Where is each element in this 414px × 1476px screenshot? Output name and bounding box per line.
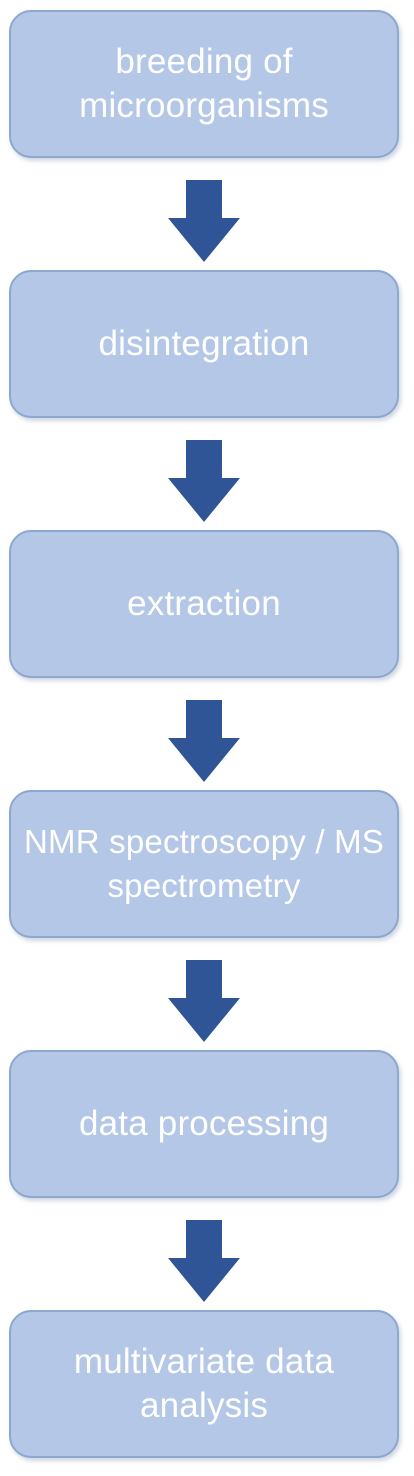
step-label-extraction: extraction (127, 584, 281, 623)
down-arrow-icon (168, 700, 240, 782)
down-arrow-icon (168, 440, 240, 522)
step-breeding: breeding of microorganisms (9, 10, 399, 158)
step-label-disintegration: disintegration (98, 324, 310, 363)
step-label-spectroscopy: NMR spectroscopy / MS spectrometry (24, 823, 384, 904)
down-arrow-icon (168, 1220, 240, 1302)
step-multivariate-analysis: multivariate data analysis (9, 1310, 399, 1458)
down-arrow-icon (168, 960, 240, 1042)
down-arrow-icon (168, 180, 240, 262)
step-disintegration: disintegration (9, 270, 399, 418)
step-label-data-processing: data processing (78, 1104, 330, 1143)
step-data-processing: data processing (9, 1050, 399, 1198)
step-label-multivariate-analysis: multivariate data analysis (73, 1342, 335, 1425)
step-extraction: extraction (9, 530, 399, 678)
step-label-breeding: breeding of microorganisms (79, 42, 329, 125)
step-spectroscopy: NMR spectroscopy / MS spectrometry (9, 790, 399, 938)
